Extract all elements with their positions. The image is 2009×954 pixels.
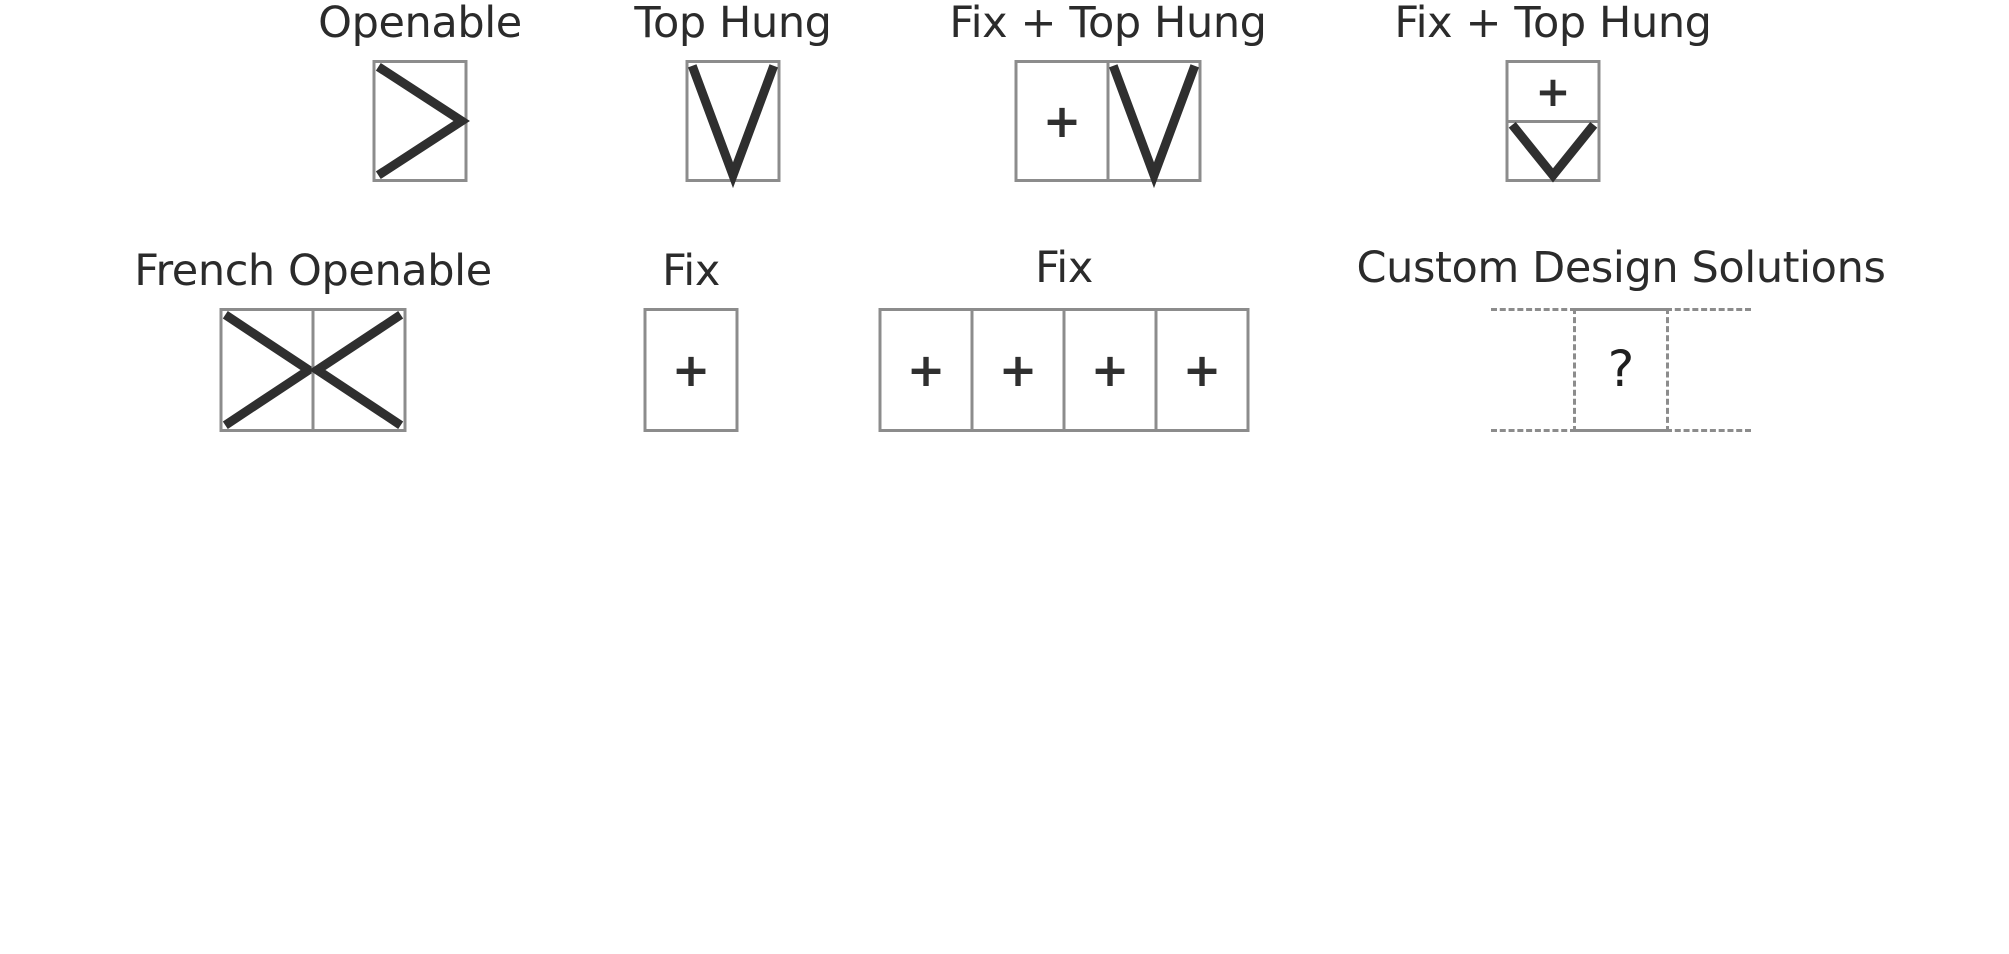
vee-down-icon: [1509, 123, 1598, 179]
plus-icon: +: [906, 343, 946, 397]
dashed-extension-bottom-right: [1666, 429, 1751, 432]
window-panel-fix: +: [1154, 308, 1250, 432]
legend-item-custom-design-solutions-label: Custom Design Solutions: [1356, 243, 1886, 293]
plus-icon: +: [998, 343, 1038, 397]
legend-item-french-openable-label: French Openable: [134, 246, 492, 296]
window-panel-left: [219, 308, 315, 432]
legend-item-custom-design-solutions-glyph: ?: [1491, 308, 1751, 432]
legend-item-fix-top-hung-vertical-glyph: +: [1505, 60, 1601, 182]
window-panel-fix: +: [970, 308, 1066, 432]
window-panel-top-hung: [1505, 120, 1601, 182]
legend-item-fix-top-hung-vertical-label: Fix + Top Hung: [1394, 0, 1712, 48]
window-panel-fix: +: [643, 308, 739, 432]
legend-item-top-hung-label: Top Hung: [634, 0, 832, 48]
legend-item-fix-top-hung-horizontal-label: Fix + Top Hung: [949, 0, 1267, 48]
dashed-extension-bottom-left: [1491, 429, 1576, 432]
window-panel: [685, 60, 781, 182]
chevron-right-icon: [223, 311, 312, 429]
window-panel-fix: +: [1505, 60, 1601, 123]
window-panel-custom: ?: [1573, 308, 1669, 432]
dashed-extension-top-right: [1666, 308, 1751, 311]
window-panel-right: [312, 308, 407, 432]
legend-item-openable-glyph: [372, 60, 468, 182]
legend-item-openable-label: Openable: [318, 0, 522, 48]
dashed-extension-top-left: [1491, 308, 1576, 311]
question-mark-icon: ?: [1607, 340, 1635, 398]
plus-icon: +: [1090, 343, 1130, 397]
window-panel-top-hung: [1106, 60, 1202, 182]
legend-item-fix-top-hung-horizontal-glyph: +: [1014, 60, 1202, 182]
legend-item-top-hung-glyph: [685, 60, 781, 182]
plus-icon: +: [671, 343, 711, 397]
chevron-right-icon: [376, 63, 465, 179]
vee-down-icon: [1110, 63, 1199, 179]
legend-item-fix-quad-glyph: + + + +: [878, 308, 1250, 432]
plus-icon: +: [1182, 343, 1222, 397]
window-panel-fix: +: [1062, 308, 1158, 432]
window-panel-fix: +: [878, 308, 974, 432]
legend-item-french-openable-glyph: [219, 308, 407, 432]
vee-down-icon: [689, 63, 778, 179]
plus-icon: +: [1535, 66, 1571, 116]
legend-item-fix-single-glyph: +: [643, 308, 739, 432]
plus-icon: +: [1042, 94, 1082, 148]
window-panel: [372, 60, 468, 182]
window-panel-fix: +: [1014, 60, 1110, 182]
chevron-left-icon: [315, 311, 404, 429]
legend-item-fix-single-label: Fix: [662, 246, 720, 296]
legend-item-fix-quad-label: Fix: [1035, 243, 1093, 293]
